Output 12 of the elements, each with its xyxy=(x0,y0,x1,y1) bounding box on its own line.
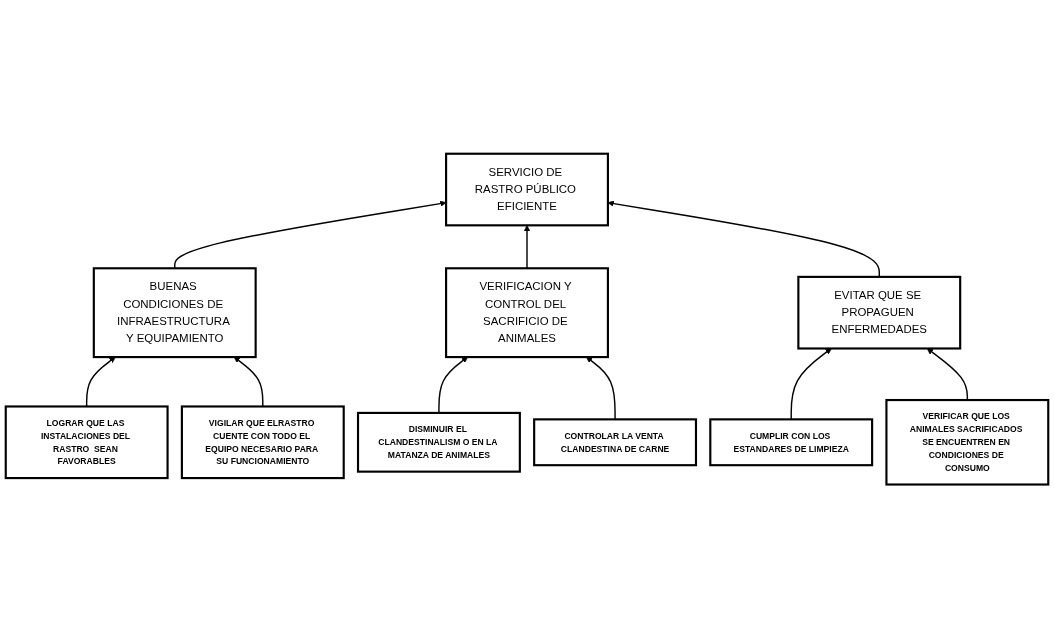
node-box: CUMPLIR CON LOS ESTANDARES DE LIMPIEZA xyxy=(709,418,874,467)
node-box: LOGRAR QUE LAS INSTALACIONES DEL RASTRO SEAN FAVORABLES xyxy=(4,405,169,480)
node-box: DISMINUIR EL CLANDESTINALISM O EN LA MATANZA DE ANIMALES xyxy=(356,412,521,474)
node-box: VERIFICAR QUE LOS ANIMALES SACRIFICADOS SE ENCUENTREN EN CONDICIONES DE CONSUMO xyxy=(885,399,1050,486)
arrow xyxy=(607,200,880,278)
node-box: EVITAR QUE SE PROPAGUEN ENFERMEDADES xyxy=(797,276,962,350)
node-box: VERIFICACION Y CONTROL DEL SACRIFICIO DE ANIMALES xyxy=(445,267,609,359)
node-box: CONTROLAR LA VENTA CLANDESTINA DE CARNE xyxy=(533,418,698,467)
node-box: VIGILAR QUE ELRASTRO CUENTE CON TODO EL EQUIPO NECESARIO PARA SU FUNCIONAMIENTO xyxy=(180,405,345,480)
node-box: BUENAS CONDICIONES DE INFRAESTRUCTURA Y EQUIPAMIENTO xyxy=(92,267,257,359)
node-box: SERVICIO DE RASTRO PÚBLICO EFICIENTE xyxy=(445,153,609,227)
arrow xyxy=(438,357,468,414)
